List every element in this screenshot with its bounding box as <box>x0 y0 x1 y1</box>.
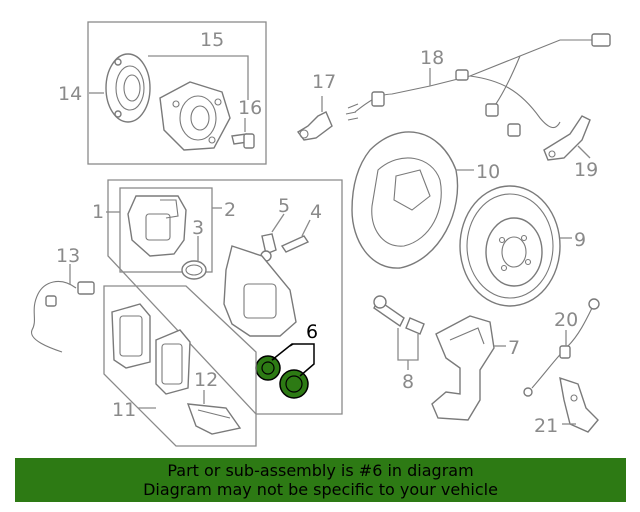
callout-19: 19 <box>574 159 598 181</box>
piston-seals-6 <box>255 343 315 399</box>
brake-disc-9 <box>459 185 572 307</box>
callout-21: 21 <box>534 415 558 437</box>
callout-3: 3 <box>192 217 204 239</box>
callout-20: 20 <box>554 309 578 331</box>
harness-18 <box>345 33 611 137</box>
callout-18: 18 <box>420 47 444 69</box>
info-banner: Part or sub-assembly is #6 in diagram Di… <box>15 458 626 502</box>
speed-sensor-17 <box>296 96 333 141</box>
parts-diagram: 15 14 16 17 18 19 10 1 2 3 5 4 9 13 6 7 … <box>31 21 611 447</box>
callout-14: 14 <box>58 83 82 105</box>
callout-15: 15 <box>200 29 224 51</box>
callout-4: 4 <box>310 201 322 223</box>
banner-line-1: Part or sub-assembly is #6 in diagram <box>167 461 474 480</box>
callout-6: 6 <box>306 321 318 343</box>
callout-16: 16 <box>238 97 262 119</box>
banner-line-2: Diagram may not be specific to your vehi… <box>143 480 498 499</box>
callout-2: 2 <box>224 199 236 221</box>
callout-1: 1 <box>92 201 104 223</box>
wear-sensor-13 <box>31 264 95 353</box>
carrier-7-bolt-8 <box>373 295 506 421</box>
callout-13: 13 <box>56 245 80 267</box>
callout-10: 10 <box>476 161 500 183</box>
dust-shield-10 <box>351 131 474 269</box>
callout-5: 5 <box>278 195 290 217</box>
brake-hose-20 <box>523 298 600 397</box>
bracket-21 <box>559 376 599 433</box>
callout-8: 8 <box>402 371 414 393</box>
callout-9: 9 <box>574 229 586 251</box>
brake-pads-group-11 <box>103 285 257 447</box>
callout-12: 12 <box>194 369 218 391</box>
hub-bearing-group <box>87 21 267 165</box>
callout-7: 7 <box>508 337 520 359</box>
callout-11: 11 <box>112 399 136 421</box>
caliper-group-1 <box>106 179 343 415</box>
callout-17: 17 <box>312 71 336 93</box>
bracket-19 <box>543 115 591 161</box>
